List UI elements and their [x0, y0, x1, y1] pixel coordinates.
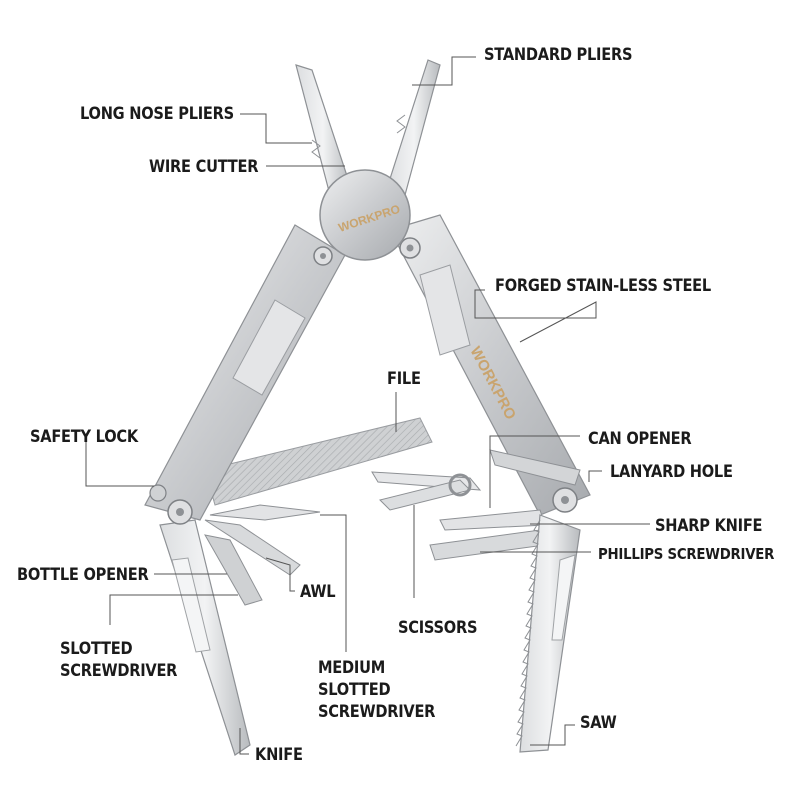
left-handle [144, 224, 346, 521]
label-standard-pliers: STANDARD PLIERS [484, 45, 633, 65]
label-saw: SAW [580, 713, 617, 733]
leader-standard-pliers [412, 56, 476, 86]
label-wire-cutter: WIRE CUTTER [149, 157, 259, 177]
label-slotted-screwdriver-line-1: SLOTTED [60, 639, 133, 659]
leader-long-nose-pliers [240, 113, 312, 144]
leader-medium-slotted-screwdriver [320, 514, 347, 652]
leader-safety-lock [85, 437, 154, 487]
leader-slotted-screwdriver [109, 594, 238, 625]
label-awl: AWL [300, 582, 336, 602]
label-medium-slotted-screwdriver-line-1: MEDIUM [318, 658, 385, 678]
label-bottle-opener: BOTTLE OPENER [17, 565, 149, 585]
label-safety-lock: SAFETY LOCK [30, 427, 138, 447]
label-slotted-screwdriver-line-2: SCREWDRIVER [60, 661, 178, 681]
leader-lanyard-hole [588, 470, 602, 482]
label-lanyard-hole: LANYARD HOLE [610, 462, 733, 482]
label-forged-steel: FORGED STAIN-LESS STEEL [495, 276, 711, 296]
label-slotted-screwdriver: SLOTTED SCREWDRIVER [60, 638, 177, 682]
right-bottom-tools [371, 449, 581, 561]
leader-can-opener [489, 435, 580, 508]
label-knife: KNIFE [255, 745, 303, 765]
label-long-nose-pliers: LONG NOSE PLIERS [80, 104, 234, 124]
pivot-hub: WORKPRO [319, 169, 411, 261]
plier-jaws [295, 59, 441, 196]
leader-lines [85, 56, 650, 755]
label-medium-slotted-screwdriver: MEDIUM SLOTTED SCREWDRIVER [318, 657, 435, 723]
saw-blade [515, 514, 581, 753]
leader-saw [530, 724, 575, 746]
label-phillips-screwdriver: PHILLIPS SCREWDRIVER [598, 545, 775, 563]
label-medium-slotted-screwdriver-line-3: SCREWDRIVER [318, 702, 436, 722]
label-sharp-knife: SHARP KNIFE [655, 516, 763, 536]
left-bottom-tools [149, 484, 321, 756]
leader-awl [265, 557, 295, 592]
leader-forged-steel-stub [474, 289, 597, 343]
label-scissors: SCISSORS [398, 618, 478, 638]
label-medium-slotted-screwdriver-line-2: SLOTTED [318, 680, 391, 700]
leader-knife [239, 728, 249, 755]
label-file: FILE [387, 369, 421, 389]
label-can-opener: CAN OPENER [588, 429, 692, 449]
